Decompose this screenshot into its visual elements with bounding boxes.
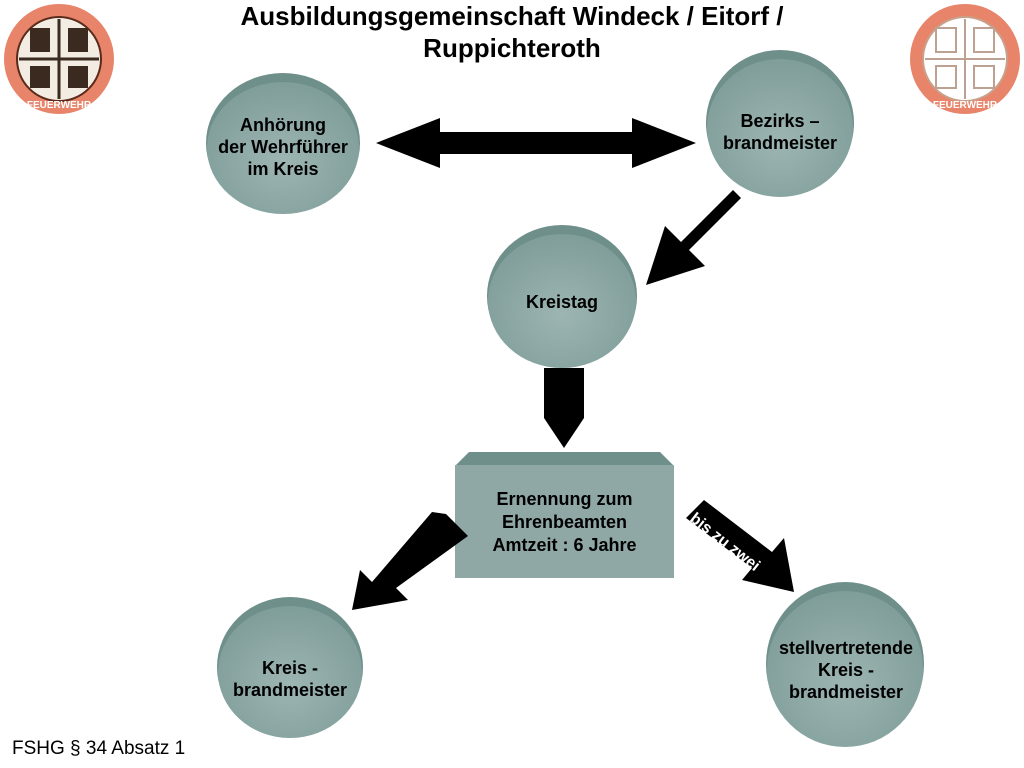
arrow-to-kreisbrandmeister — [352, 512, 468, 610]
node-kreisbrandmeister — [217, 597, 363, 738]
label-line: im Kreis — [247, 159, 319, 179]
node-bezirksbrandmeister — [706, 50, 854, 197]
node-anhoerung — [206, 73, 360, 214]
node-kreisbrandmeister-label: Kreis - brandmeister — [216, 657, 364, 701]
feuerwehr-logo-left: FEUERWEHR — [4, 4, 114, 114]
label-line: Amtzeit : 6 Jahre — [492, 535, 637, 555]
node-ernennung-label: Ernennung zum Ehrenbeamten Amtzeit : 6 J… — [455, 488, 674, 557]
label-line: stellvertretende — [778, 638, 914, 658]
label-line: Kreis - — [261, 658, 319, 678]
footer-reference: FSHG § 34 Absatz 1 — [12, 738, 186, 759]
node-ernennung — [455, 452, 674, 578]
node-stellvertretende-label: stellvertretende Kreis - brandmeister — [767, 637, 925, 703]
label-line: Kreistag — [525, 292, 599, 312]
label-line: Ehrenbeamten — [501, 512, 628, 532]
page-title: Ausbildungsgemeinschaft Windeck / Eitorf… — [240, 1, 784, 63]
node-kreistag — [487, 225, 637, 368]
feuerwehr-logo-right: FEUERWEHR — [910, 4, 1020, 114]
node-anhoerung-label: Anhörung der Wehrführer im Kreis — [207, 114, 359, 180]
label-line: der Wehrführer — [218, 137, 348, 157]
node-stellvertretende — [766, 582, 924, 747]
node-bezirksbrandmeister-label: Bezirks – brandmeister — [706, 110, 854, 154]
label-line: brandmeister — [788, 682, 904, 702]
arrow-to-stellvertretende — [686, 500, 794, 592]
double-arrow — [376, 118, 696, 168]
node-kreistag-label: Kreistag — [488, 291, 636, 313]
logo-text-right: FEUERWEHR — [933, 100, 998, 111]
label-line: brandmeister — [722, 133, 838, 153]
label-line: Bezirks – — [740, 111, 820, 131]
arrow-kreistag-to-ernennung — [544, 368, 584, 448]
label-line: Ernennung zum — [496, 489, 633, 509]
logo-text-left: FEUERWEHR — [27, 100, 92, 111]
label-line: brandmeister — [232, 680, 348, 700]
label-line: Kreis - — [817, 660, 875, 680]
label-line: Anhörung — [240, 115, 326, 135]
arrow-bezirks-to-kreistag — [646, 190, 741, 285]
